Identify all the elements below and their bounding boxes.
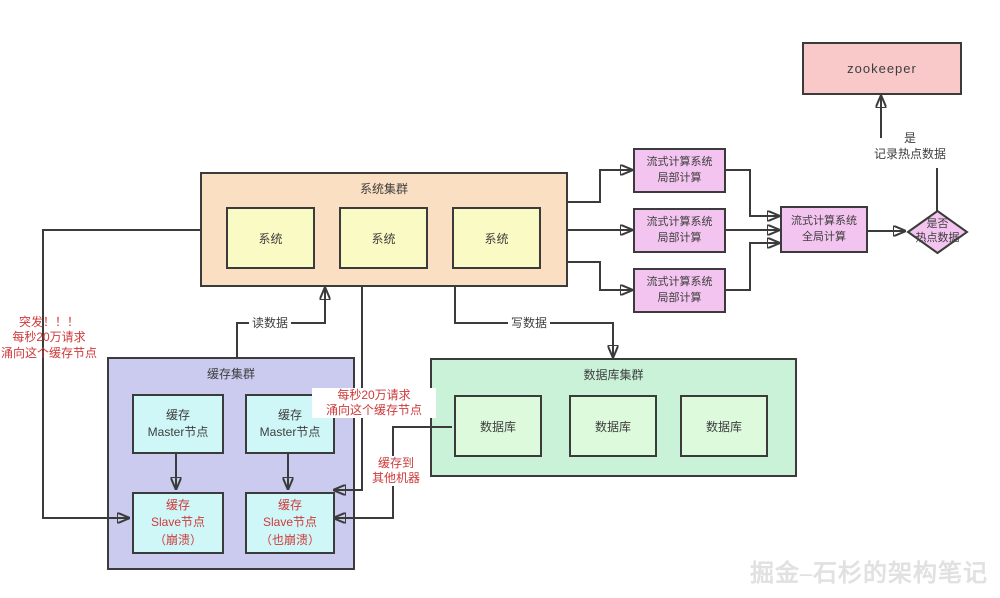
database-cluster: 数据库集群 数据库 数据库 数据库 bbox=[430, 358, 797, 477]
zookeeper-node: zookeeper bbox=[802, 42, 962, 95]
edge-local3-to-global bbox=[726, 243, 780, 291]
system-node-2: 系统 bbox=[339, 207, 428, 269]
cache-slave-node-2: 缓存 Slave节点 （也崩溃） bbox=[245, 492, 335, 554]
database-node-2: 数据库 bbox=[569, 395, 657, 457]
system-node-3: 系统 bbox=[452, 207, 541, 269]
system-node-1: 系统 bbox=[226, 207, 315, 269]
requests-annotation: 每秒20万请求 涌向这个缓存节点 bbox=[312, 388, 436, 418]
cache-slave-node-1: 缓存 Slave节点 （崩溃） bbox=[132, 492, 224, 554]
yes-note: 是 记录热点数据 bbox=[873, 131, 946, 161]
local-compute-node-1: 流式计算系统 局部计算 bbox=[633, 148, 726, 193]
database-node-1: 数据库 bbox=[454, 395, 542, 457]
database-node-3: 数据库 bbox=[680, 395, 768, 457]
edge-burst-to-slave1 bbox=[42, 229, 200, 518]
local-compute-node-2: 流式计算系统 局部计算 bbox=[633, 208, 726, 253]
edge-system-to-slave2 bbox=[333, 287, 363, 490]
database-cluster-title: 数据库集群 bbox=[583, 368, 644, 382]
read-data-label: 读数据 bbox=[249, 316, 292, 331]
edge-system-to-local3 bbox=[568, 261, 633, 290]
global-compute-node: 流式计算系统 全局计算 bbox=[780, 206, 868, 253]
cache-cluster-title: 缓存集群 bbox=[206, 367, 255, 381]
edge-system-to-local1 bbox=[568, 170, 633, 203]
edge-local1-to-global bbox=[726, 169, 780, 216]
write-data-label: 写数据 bbox=[508, 316, 551, 331]
cache-to-other-annotation: 缓存到 其他机器 bbox=[365, 456, 427, 486]
system-cluster: 系统集群 系统 系统 系统 bbox=[200, 172, 568, 287]
system-cluster-title: 系统集群 bbox=[359, 182, 408, 196]
watermark: 掘金–石杉的架构笔记 bbox=[750, 561, 988, 587]
burst-annotation: 突发！！！ 每秒20万请求 涌向这个缓存节点 bbox=[0, 315, 97, 360]
local-compute-node-3: 流式计算系统 局部计算 bbox=[633, 268, 726, 313]
decision-diamond bbox=[906, 209, 969, 255]
cache-master-node-1: 缓存 Master节点 bbox=[132, 394, 224, 454]
decision-label: 是否 热点数据 bbox=[915, 218, 960, 245]
